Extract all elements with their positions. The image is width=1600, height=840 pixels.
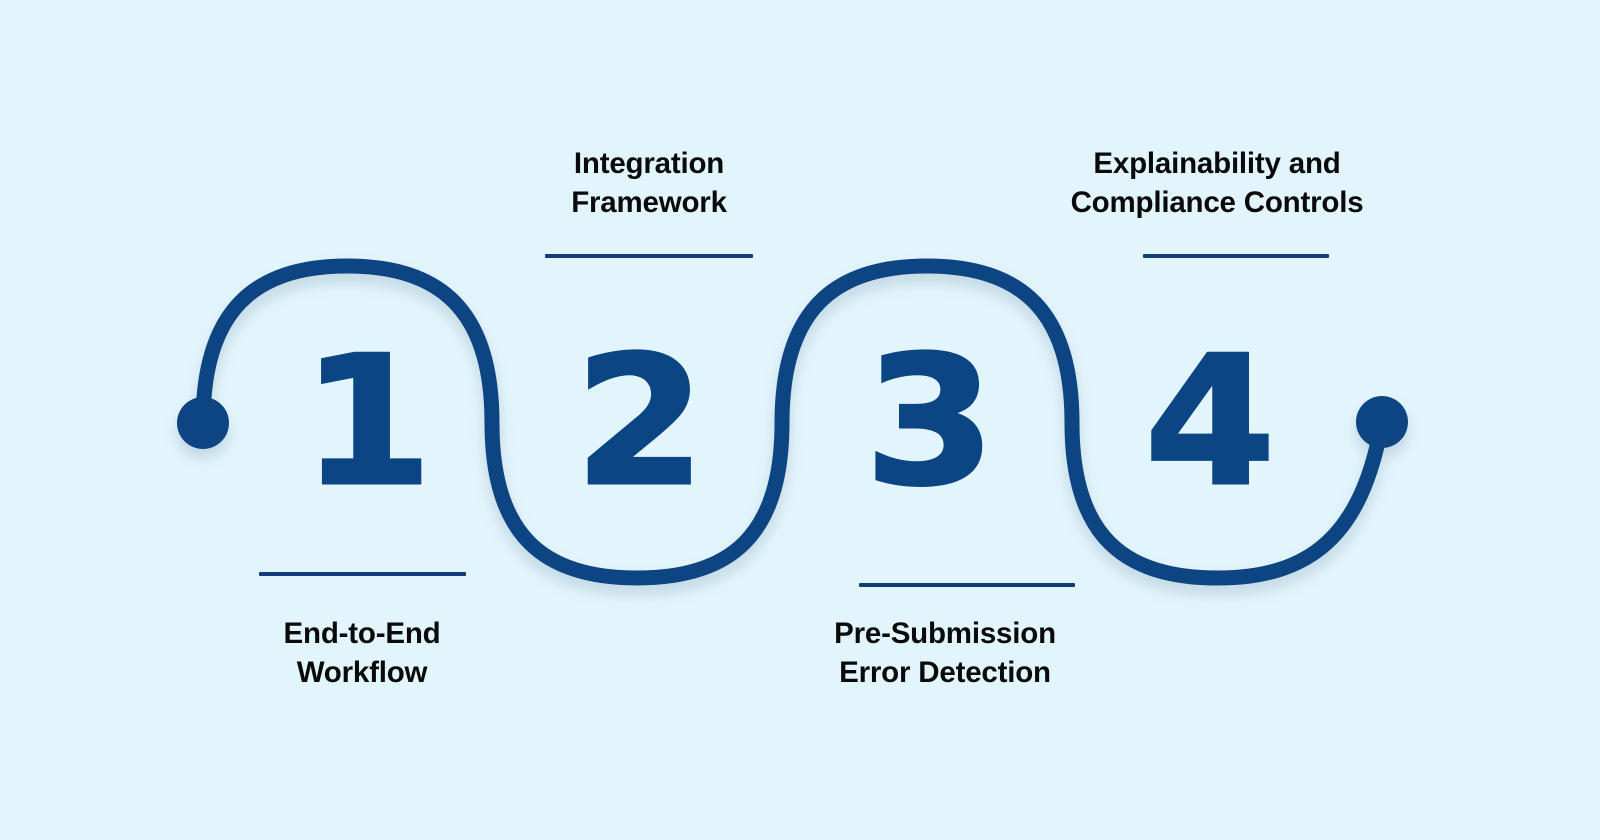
end-dot-icon [1356,396,1408,448]
start-dot-icon [177,397,229,449]
step-rule-3 [859,583,1075,587]
step-caption-4: Explainability and Compliance Controls [1070,147,1364,219]
step-caption-2: Integration Framework [571,147,727,219]
step-caption-1: End-to-End Workflow [283,617,441,689]
wave-shadow-group [177,258,1408,586]
step-number-1: 1 [300,318,434,525]
step-number-4: 4 [1143,318,1277,525]
step-rule-2 [545,254,753,258]
wave-connector-path [195,258,1390,586]
step-number-3: 3 [863,318,997,525]
step-number-2: 2 [573,318,707,525]
step-rule-1 [259,572,466,576]
step-rule-4 [1143,254,1329,258]
step-caption-3: Pre-Submission Error Detection [834,617,1056,689]
